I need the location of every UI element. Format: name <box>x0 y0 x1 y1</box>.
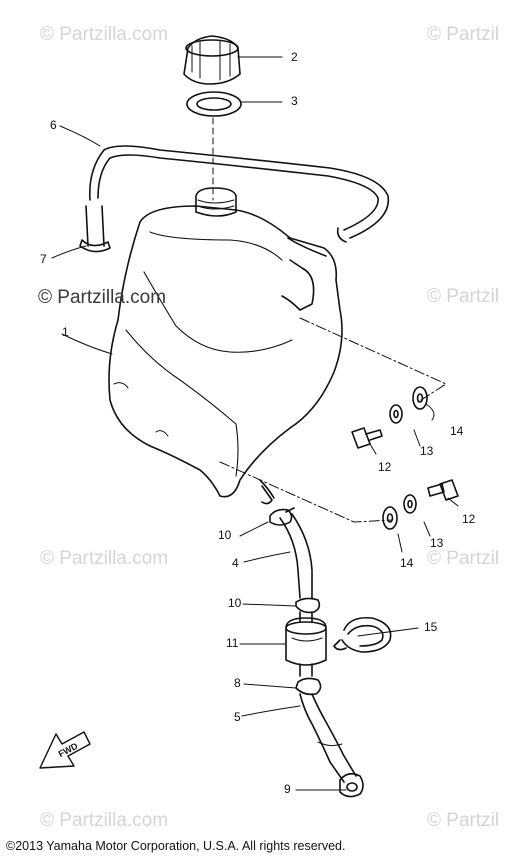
breather-hose <box>88 145 390 243</box>
clamp-15 <box>333 616 392 653</box>
callout-13-upper: 13 <box>420 444 434 458</box>
callout-15: 15 <box>424 620 438 634</box>
callout-13-lower: 13 <box>430 536 444 550</box>
fuel-filter <box>285 611 327 677</box>
clip-10-lower <box>295 597 321 614</box>
washer-13-upper <box>389 404 403 424</box>
callout-10-lower: 10 <box>228 596 242 610</box>
hose-clamp-7 <box>79 205 111 253</box>
watermark: © Partzil <box>427 24 500 45</box>
callout-9: 9 <box>284 782 291 796</box>
forward-arrow <box>39 731 91 769</box>
callout-11: 11 <box>226 636 239 650</box>
callout-1: 1 <box>62 325 69 339</box>
callout-6: 6 <box>50 118 57 132</box>
clip-8 <box>295 677 322 696</box>
watermark: © Partzilla.com <box>40 548 169 569</box>
fuel-cap <box>183 35 241 85</box>
fuel-tank <box>108 187 343 505</box>
watermark: © Partzil <box>427 810 500 831</box>
watermark: © Partzilla.com <box>40 810 169 831</box>
washer-14-lower <box>382 506 398 530</box>
callout-4: 4 <box>232 556 239 570</box>
callout-3: 3 <box>291 94 298 108</box>
watermark: © Partzilla.com <box>40 24 169 45</box>
callout-12-upper: 12 <box>378 460 392 474</box>
callout-12-lower: 12 <box>462 512 476 526</box>
copyright-notice: ©2013 Yamaha Motor Corporation, U.S.A. A… <box>6 839 346 853</box>
watermark: © Partzil <box>427 286 500 307</box>
fuel-hose-4 <box>279 513 313 599</box>
callout-14-upper: 14 <box>450 424 464 438</box>
bolt-12-lower <box>427 479 459 501</box>
washer-13-lower <box>403 494 417 514</box>
clip-10-upper <box>269 507 295 526</box>
callout-14-lower: 14 <box>400 556 414 570</box>
bolt-12-upper <box>351 427 383 449</box>
watermark: © Partzil <box>427 548 500 569</box>
washer-14-upper <box>412 386 428 410</box>
cap-gasket <box>186 91 242 117</box>
callout-5: 5 <box>234 710 241 724</box>
callout-7: 7 <box>40 252 47 266</box>
callout-2: 2 <box>291 50 298 64</box>
callout-8: 8 <box>234 676 241 690</box>
callout-10-upper: 10 <box>218 528 232 542</box>
clip-9 <box>339 772 364 798</box>
watermark: © Partzilla.com <box>38 287 167 308</box>
fuel-hose-5 <box>299 693 357 783</box>
